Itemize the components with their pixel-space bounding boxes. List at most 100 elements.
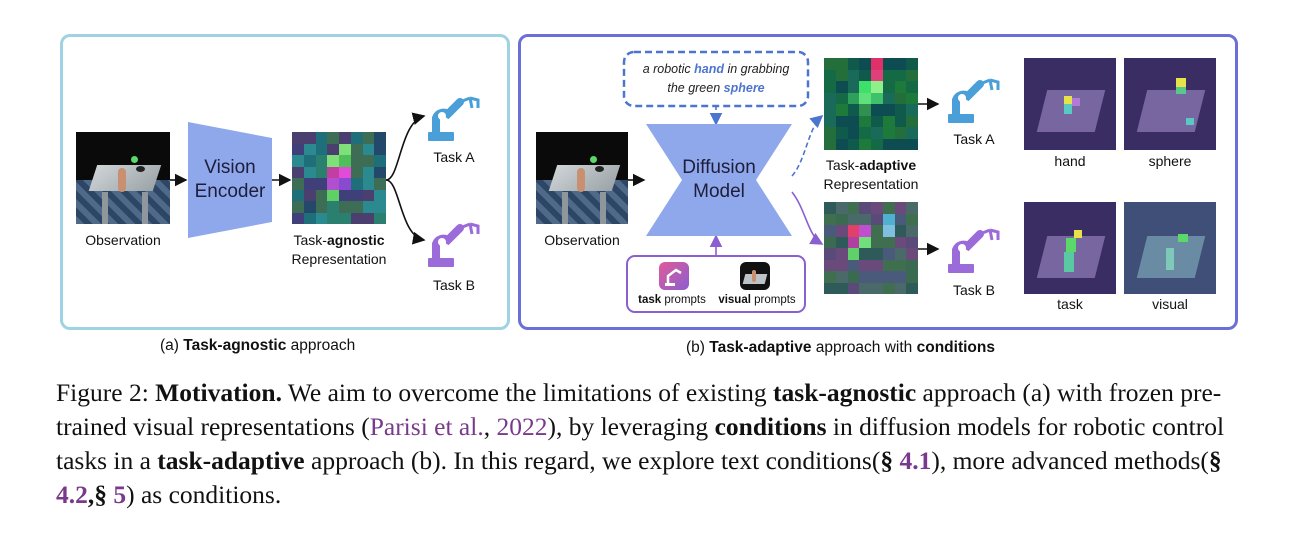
pixel-cell [882,92,895,104]
subcaption-b-mid: approach with [811,339,917,356]
pixel-cell [362,132,375,144]
pixel-cell [303,212,316,224]
section-ref-link-4-2[interactable]: 4.2 [56,480,88,509]
pixel-cell [350,166,363,178]
pixel-cell [315,178,328,190]
pixel-cell [315,155,328,167]
pixel-cell [847,104,860,116]
pixel-cell [859,58,871,70]
pixel-cell [824,104,836,116]
observation-label-b: Observation [544,232,620,248]
pixel-cell [859,115,871,127]
pixel-cell [859,138,871,150]
observation-label-a: Observation [85,232,161,248]
pixel-cell [859,92,871,104]
pixel-cell [835,271,848,283]
robot-arm-icon-task-a-blue [426,94,486,142]
pixel-cell [292,155,304,167]
caption-cite-sep: , [483,412,497,441]
pixel-cell [906,104,918,116]
pixel-cell [374,201,386,213]
task-prompts-label: task prompts [630,291,714,310]
pixel-cell [894,271,907,283]
pixel-cell [871,115,883,127]
pixel-cell [906,213,918,225]
pixel-cell [362,189,375,201]
pixel-cell [847,248,860,260]
pixel-cell [906,127,918,139]
robot-arm-icon-task-b-purple-b [946,226,1006,274]
pixel-cell [906,236,918,248]
pixel-cell [894,225,907,237]
pixel-cell [847,138,860,150]
pixel-cell [362,201,375,213]
pixel-cell [894,138,907,150]
pixel-cell [824,92,836,104]
caption-t6: ), more advanced methods( [931,446,1209,475]
section-ref-link-5[interactable]: 5 [113,480,127,509]
pixel-cell [292,178,304,190]
subcaption-a-prefix: (a) [160,337,184,354]
pixel-cell [894,115,907,127]
pixel-cell [824,259,836,271]
pixel-cell [882,81,895,93]
pixel-cell [859,236,871,248]
task-b-label-b: Task B [952,282,995,298]
pixel-cell [859,271,871,283]
pixel-cell [847,81,860,93]
pixel-cell [882,138,895,150]
pixel-cell [835,138,848,150]
pixel-cell [906,58,918,70]
pixel-cell [871,127,883,139]
pixel-cell [835,69,848,81]
pixel-cell [824,202,836,214]
pixel-cell [859,225,871,237]
task-adaptive-representation-image-a [824,58,918,150]
encoder-label-line2: Encoder [194,181,266,202]
pixel-cell [882,213,895,225]
pixel-cell [824,282,836,294]
pixel-cell [894,259,907,271]
attention-label-task: task [1057,296,1083,312]
visual-prompts-bold: visual [718,294,751,306]
pixel-cell [292,212,304,224]
pixel-cell [871,236,883,248]
caption-b2: conditions [714,412,827,441]
attention-map-task [1024,202,1116,294]
pixel-cell [315,212,328,224]
pixel-cell [315,143,328,155]
caption-title: Motivation. [155,378,282,407]
section-ref-link-4-1[interactable]: 4.1 [899,446,932,475]
robot-arm-icon-task-a-blue-b [946,76,1006,124]
attention-label-visual: visual [1152,296,1188,312]
caption-ref-comma: , [87,480,95,509]
text-prompt-box [622,50,810,108]
citation-author-link[interactable]: Parisi et al. [369,412,484,441]
pixel-cell [847,236,860,248]
pixel-cell [882,104,895,116]
pixel-cell [859,213,871,225]
model-label-line2: Model [693,181,745,202]
pixel-cell [906,202,918,214]
pixel-cell [835,92,848,104]
pixel-cell [871,225,883,237]
caption-t1: We aim to overcome the limitations of ex… [281,378,774,407]
pixel-cell [906,248,918,260]
pixel-cell [362,143,375,155]
citation-year-link[interactable]: 2022 [496,412,548,441]
pixel-cell [350,178,363,190]
pixel-cell [906,271,918,283]
pixel-cell [339,166,351,178]
pixel-cell [847,202,860,214]
caption-b3: task-adaptive [157,446,305,475]
pixel-cell [362,155,375,167]
pixel-cell [824,69,836,81]
pixel-cell [362,212,375,224]
pixel-cell [327,166,339,178]
pixel-cell [882,271,895,283]
task-prompt-icon [659,262,689,290]
text-prompt: a robotic hand in grabbing the green sph… [630,60,802,98]
pixel-cell [362,178,375,190]
pixel-cell [292,143,304,155]
model-label-line1: Diffusion [682,157,756,178]
